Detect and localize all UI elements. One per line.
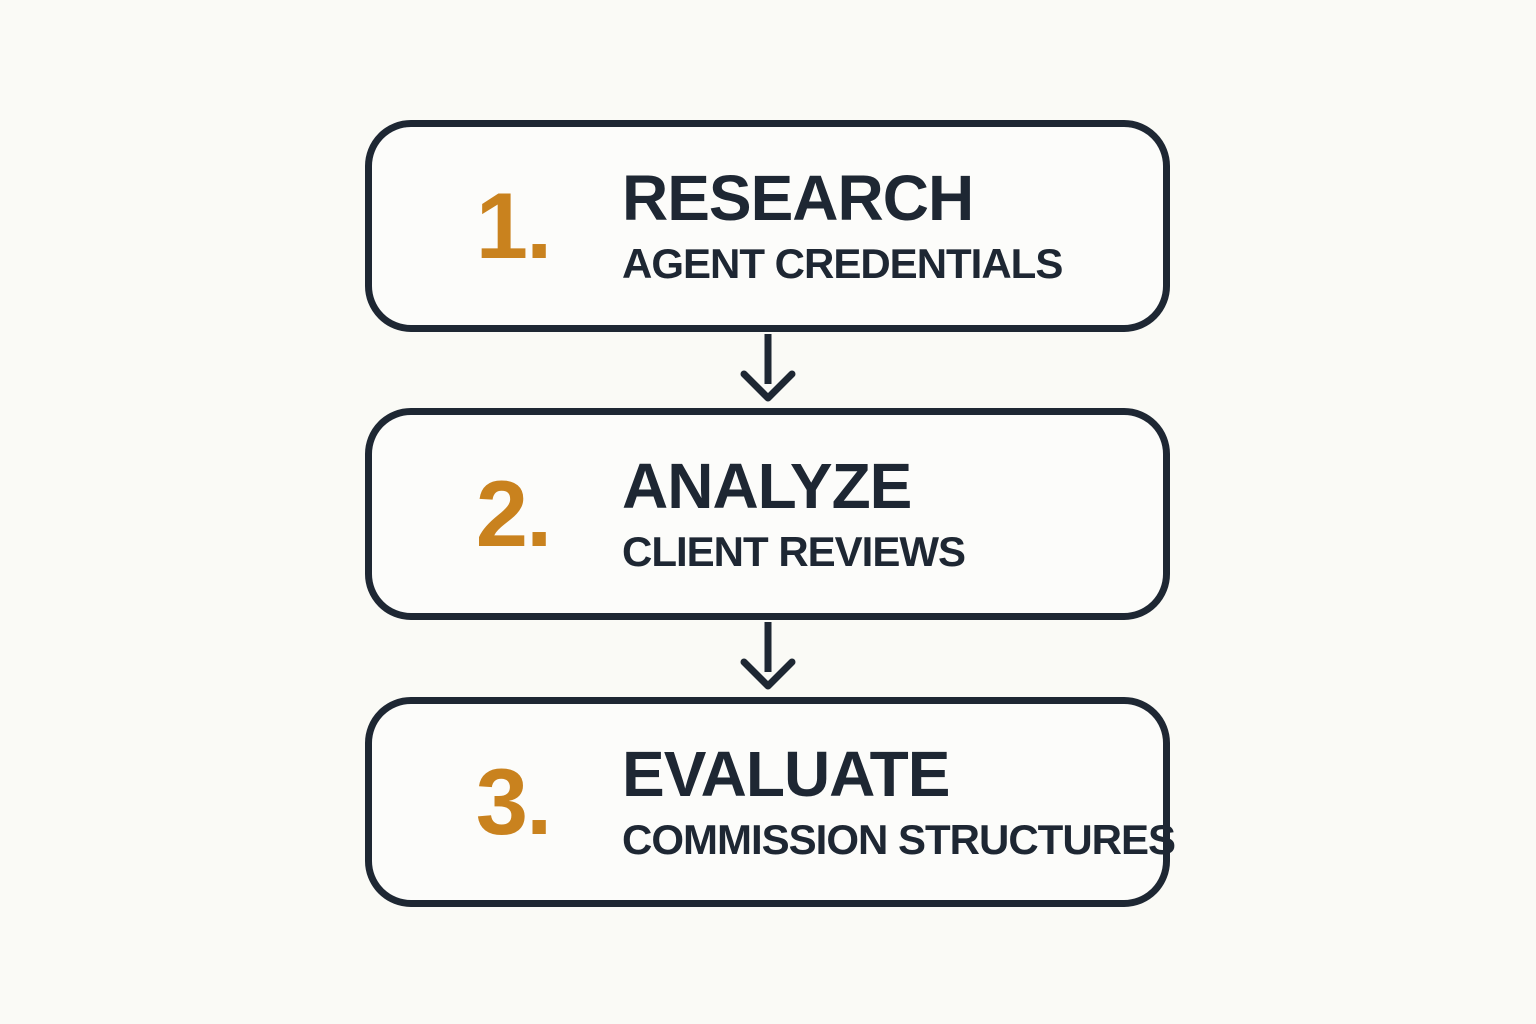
step-number-1: 1. bbox=[475, 173, 552, 278]
step-text-3: EVALUATE COMMISSION STRUCTURES bbox=[622, 738, 1176, 863]
step-title-2: ANALYZE bbox=[622, 450, 912, 523]
arrow-down-icon bbox=[738, 334, 798, 406]
step-subtitle-3: COMMISSION STRUCTURES bbox=[622, 815, 1176, 863]
step-text-1: RESEARCH AGENT CREDENTIALS bbox=[622, 162, 1063, 287]
step-box-1: 1. RESEARCH AGENT CREDENTIALS bbox=[365, 120, 1170, 332]
step-number-3: 3. bbox=[475, 749, 552, 854]
step-number-2: 2. bbox=[475, 461, 552, 566]
step-title-3: EVALUATE bbox=[622, 738, 950, 811]
step-text-2: ANALYZE CLIENT REVIEWS bbox=[622, 450, 966, 575]
arrow-down-icon bbox=[738, 622, 798, 694]
step-subtitle-1: AGENT CREDENTIALS bbox=[622, 239, 1063, 287]
step-title-1: RESEARCH bbox=[622, 162, 974, 235]
step-box-2: 2. ANALYZE CLIENT REVIEWS bbox=[365, 408, 1170, 620]
step-box-3: 3. EVALUATE COMMISSION STRUCTURES bbox=[365, 697, 1176, 907]
step-subtitle-2: CLIENT REVIEWS bbox=[622, 527, 966, 575]
